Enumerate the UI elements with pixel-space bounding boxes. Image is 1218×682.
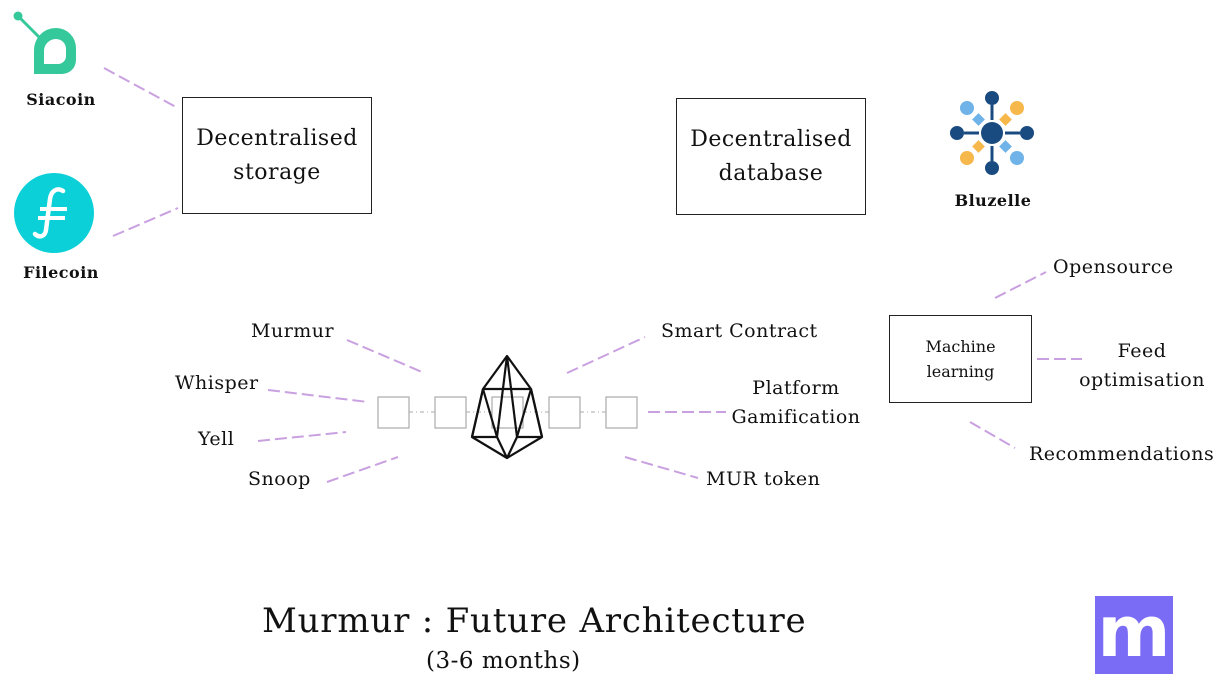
database-box-line: database [718,160,824,186]
decentralised-storage-box: Decentralised storage [182,97,372,214]
storage-box-line: Decentralised [196,125,358,151]
murmur-logo-icon: m [1095,596,1173,674]
connector-smart-contract [566,336,646,374]
recommendations-label: Recommendations [1029,443,1215,465]
siacoin-logo-icon [13,11,76,74]
optimisation-label: optimisation [1079,369,1205,391]
mur-token-label: MUR token [706,468,821,490]
block-chain [377,396,638,429]
chain-block [377,396,410,429]
ml-box-line: Machine [925,337,996,356]
connector-filecoin [112,207,179,237]
feed-optimisation-label: Feed optimisation [1076,337,1208,395]
chain-block [491,396,524,429]
bluzelle-logo-icon [950,91,1034,175]
whisper-label: Whisper [175,372,259,394]
platform-label: Platform [752,377,840,399]
gamification-label: Gamification [731,406,861,428]
connector-snoop [326,456,399,483]
machine-learning-box: Machine learning [889,315,1032,403]
opensource-label: Opensource [1053,256,1174,278]
brand-letter: m [1097,591,1171,673]
chain-block [548,396,581,429]
ml-box-line: learning [926,362,995,381]
connector-murmur [346,339,423,373]
eos-logo-icon [470,354,544,460]
connector-siacoin [103,67,177,108]
snoop-label: Snoop [248,468,311,490]
decentralised-database-box: Decentralised database [676,98,866,215]
murmur-label: Murmur [251,320,335,342]
storage-box-line: storage [233,159,321,185]
page-subtitle: (3-6 months) [426,648,581,674]
database-box-line: Decentralised [690,126,852,152]
connector-recommendations [969,421,1016,449]
filecoin-logo-icon [14,173,94,253]
page-title: Murmur : Future Architecture [262,601,807,641]
filecoin-label: Filecoin [23,263,99,282]
bluzelle-label: Bluzelle [954,191,1032,210]
chain-block [605,396,638,429]
feed-label: Feed [1117,340,1167,362]
smart-contract-label: Smart Contract [661,320,818,342]
siacoin-label: Siacoin [26,90,96,109]
connector-yell [257,431,347,442]
connector-mur-token [624,456,699,479]
connector-opensource [994,271,1047,299]
connector-whisper [267,389,369,403]
chain-block [434,396,467,429]
platform-gamification-label: Platform Gamification [726,374,866,432]
yell-label: Yell [198,428,235,450]
